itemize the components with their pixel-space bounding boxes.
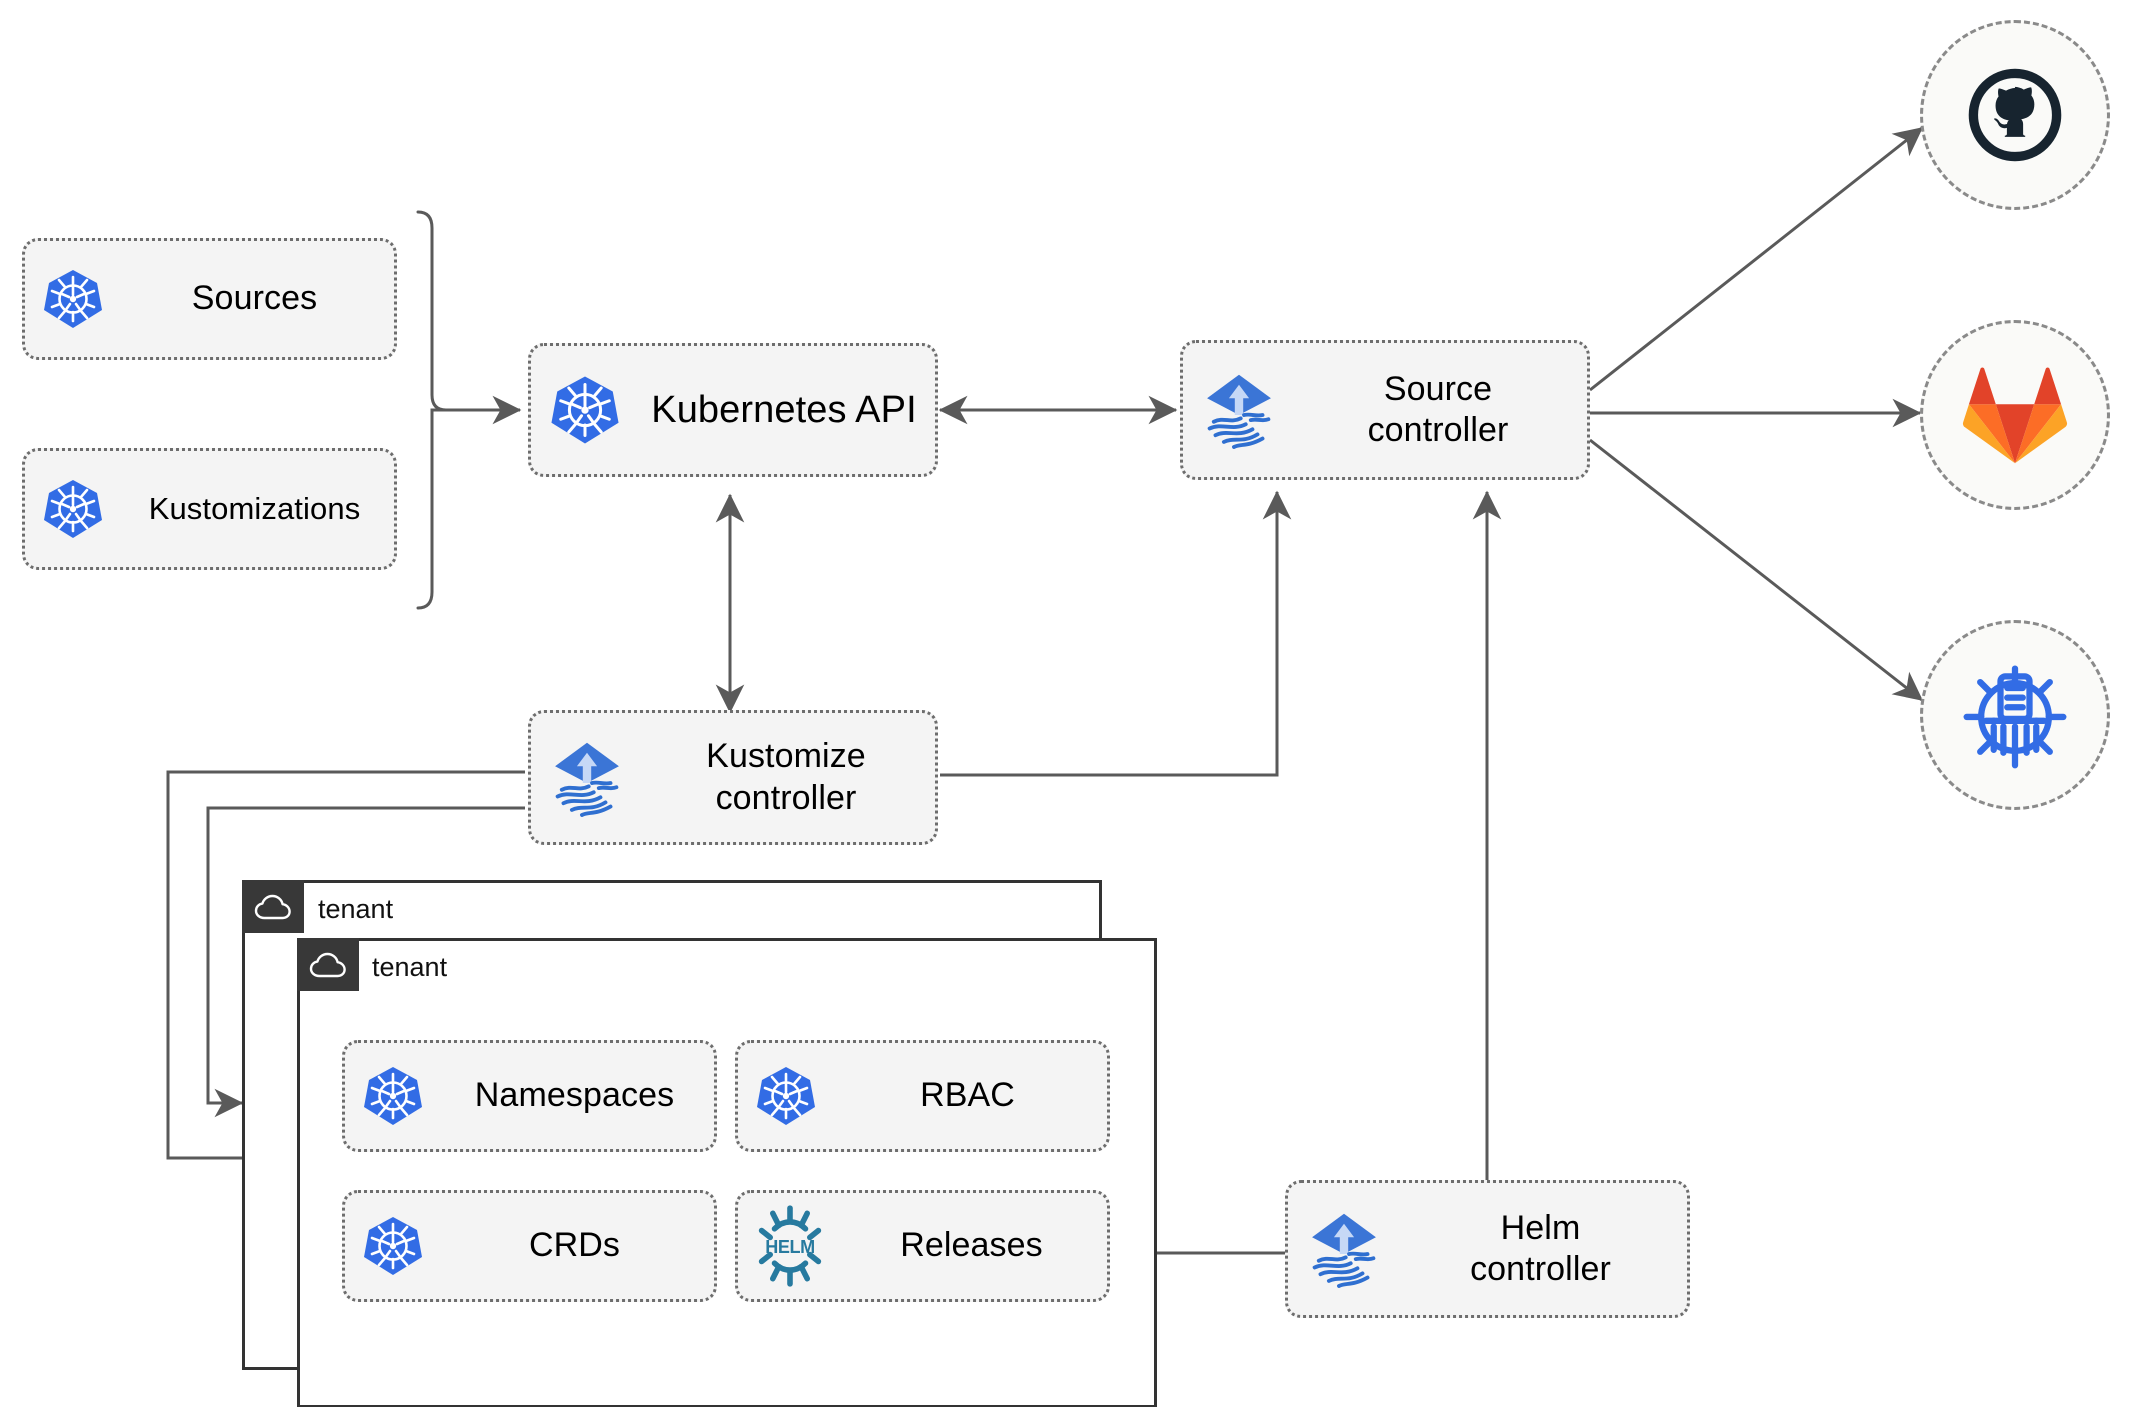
bucket-icon [1963, 665, 2067, 769]
flux-icon [1183, 368, 1295, 452]
provider-bucket[interactable] [1920, 620, 2110, 810]
flux-icon [1288, 1207, 1400, 1291]
kubernetes-icon [25, 477, 121, 541]
kubernetes-icon [531, 373, 639, 447]
node-kustomizations[interactable]: Kustomizations [22, 448, 397, 570]
node-source-controller-label: Source controller [1367, 369, 1509, 449]
kubernetes-icon [738, 1064, 834, 1128]
tenant-front-header [297, 938, 359, 991]
node-helm-controller[interactable]: Helm controller [1285, 1180, 1690, 1318]
edge-sourcectrl-bucket [1589, 438, 1924, 702]
kubernetes-icon [25, 267, 121, 331]
node-kubernetes-api-label: Kubernetes API [651, 388, 917, 431]
node-crds[interactable]: CRDs [342, 1190, 717, 1302]
node-namespaces[interactable]: Namespaces [342, 1040, 717, 1152]
cloud-icon [309, 952, 346, 977]
node-kustomize-controller[interactable]: Kustomize controller [528, 710, 938, 845]
gitlab-icon [1962, 367, 2068, 464]
node-namespaces-label: Namespaces [474, 1076, 675, 1115]
input-brace [416, 210, 447, 610]
github-icon [1968, 68, 2062, 162]
node-rbac[interactable]: RBAC [735, 1040, 1110, 1152]
node-kubernetes-api[interactable]: Kubernetes API [528, 343, 938, 477]
edge-sourcectrl-github [1589, 126, 1924, 392]
tenant-back-label: tenant [318, 894, 394, 924]
node-source-controller[interactable]: Source controller [1180, 340, 1590, 480]
tenant-back-header [242, 880, 304, 933]
node-releases[interactable]: HELM Releases [735, 1190, 1110, 1302]
kubernetes-icon [345, 1214, 441, 1278]
kubernetes-icon [345, 1064, 441, 1128]
node-kustomizations-label: Kustomizations [148, 491, 361, 527]
node-kustomize-controller-label: Kustomize controller [706, 737, 866, 817]
node-sources-label: Sources [191, 279, 318, 318]
node-crds-label: CRDs [528, 1226, 621, 1265]
edge-kustomizectrl-sourcectrl [940, 490, 1292, 777]
node-sources[interactable]: Sources [22, 238, 397, 360]
node-releases-label: Releases [900, 1226, 1043, 1265]
svg-text:HELM: HELM [765, 1237, 814, 1257]
tenant-front-label: tenant [372, 952, 448, 982]
provider-gitlab[interactable] [1920, 320, 2110, 510]
node-rbac-label: RBAC [920, 1076, 1015, 1115]
node-helm-controller-label: Helm controller [1470, 1208, 1611, 1288]
flux-icon [531, 736, 643, 820]
helm-icon: HELM [738, 1203, 842, 1289]
provider-github[interactable] [1920, 20, 2110, 210]
cloud-icon [254, 894, 291, 919]
tenant-front-frame[interactable] [297, 938, 1157, 1407]
